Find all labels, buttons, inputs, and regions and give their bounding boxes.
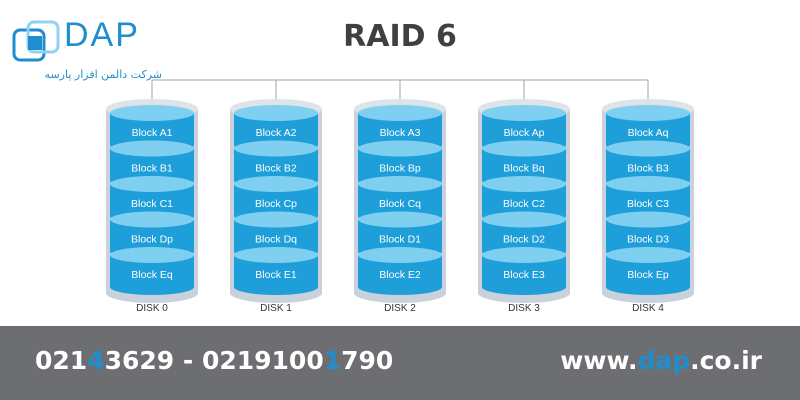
- block-top: [358, 211, 442, 228]
- page-title: RAID 6: [343, 19, 457, 54]
- block-label: Block C2: [503, 198, 545, 210]
- disk-stack: Block A1 Block B1 Block C1 Block Dp Block Eq…: [106, 99, 198, 314]
- block-label: Block E3: [503, 269, 545, 281]
- block-label: Block C3: [627, 198, 669, 210]
- phone-part-accent: 1: [323, 346, 342, 375]
- block-top: [606, 176, 690, 192]
- block-label: Block D1: [379, 234, 421, 246]
- block-label: Block Cq: [379, 198, 421, 210]
- data-block: Block Ep: [606, 247, 690, 295]
- company-logo: DAP شرکت دالمن افزار پارسه: [12, 16, 172, 86]
- block-top: [234, 105, 318, 121]
- block-label: Block Ep: [627, 269, 669, 281]
- site-part: www.: [560, 346, 638, 375]
- data-block: Block Eq: [110, 247, 194, 295]
- contact-footer: 02143629 - 02191001790 www.dap.co.ir: [0, 326, 800, 400]
- block-label: Block A1: [132, 127, 173, 139]
- disk-label: DISK 4: [632, 303, 664, 314]
- block-top: [110, 140, 194, 157]
- phone-part: 0: [306, 346, 324, 375]
- disk-array: Block A1 Block B1 Block C1 Block Dp Block Eq…: [106, 99, 694, 314]
- block-label: Block D2: [503, 234, 545, 246]
- block-label: Block Ap: [504, 127, 545, 139]
- block-label: Block B2: [255, 163, 297, 175]
- site-part-accent: dap: [637, 346, 691, 375]
- block-label: Block A3: [380, 127, 421, 139]
- phone-part: 790: [341, 346, 394, 375]
- data-block: Block E3: [482, 247, 566, 295]
- website-link[interactable]: www.dap.co.ir: [560, 346, 762, 375]
- disk-label: DISK 2: [384, 303, 416, 314]
- disk-label: DISK 3: [508, 303, 540, 314]
- block-label: Block Eq: [131, 269, 173, 281]
- block-top: [234, 176, 318, 192]
- block-top: [606, 247, 690, 263]
- block-label: Block C1: [131, 198, 173, 210]
- disk-label: DISK 1: [260, 303, 292, 314]
- block-cylinder: [606, 255, 690, 295]
- logo-word: DAP: [64, 16, 140, 54]
- block-label: Block E1: [255, 269, 297, 281]
- block-top: [110, 176, 194, 192]
- logo-mark-icon: [12, 20, 60, 62]
- phone-numbers: 02143629 - 02191001790: [35, 346, 393, 375]
- block-top: [482, 105, 566, 121]
- block-top: [482, 176, 566, 192]
- block-label: Block Cp: [255, 198, 297, 210]
- block-cylinder: [110, 255, 194, 295]
- block-top: [110, 211, 194, 228]
- block-cylinder: [482, 255, 566, 295]
- block-label: Block Dq: [255, 234, 297, 246]
- block-label: Block B3: [627, 163, 669, 175]
- block-label: Block Bp: [379, 163, 421, 175]
- block-top: [482, 247, 566, 263]
- block-top: [606, 140, 690, 157]
- block-top: [110, 247, 194, 263]
- phone-part: 3629 - 021910: [104, 346, 307, 375]
- data-block: Block E1: [234, 247, 318, 295]
- disk-stack: Block Aq Block B3 Block C3 Block D3 Block Ep…: [602, 99, 694, 314]
- disk-stack: Block Ap Block Bq Block C2 Block D2 Block E3…: [478, 99, 570, 314]
- block-cylinder: [358, 255, 442, 295]
- block-label: Block B1: [131, 163, 173, 175]
- block-label: Block Dp: [131, 234, 173, 246]
- block-label: Block E2: [379, 269, 421, 281]
- phone-part-accent: 4: [87, 346, 105, 375]
- block-top: [234, 211, 318, 228]
- block-top: [234, 247, 318, 263]
- block-top: [358, 247, 442, 263]
- block-top: [358, 105, 442, 121]
- data-block: Block Ap: [482, 105, 566, 153]
- block-label: Block Aq: [628, 127, 669, 139]
- disk-stack: Block A2 Block B2 Block Cp Block Dq Block E1…: [230, 99, 322, 314]
- disk-connectors: [151, 79, 649, 107]
- block-label: Block D3: [627, 234, 669, 246]
- phone-part: 021: [35, 346, 88, 375]
- block-top: [358, 176, 442, 192]
- block-label: Block A2: [256, 127, 297, 139]
- logo-subtitle: شرکت دالمن افزار پارسه: [44, 68, 162, 81]
- data-block: Block E2: [358, 247, 442, 295]
- block-top: [234, 140, 318, 157]
- block-top: [482, 140, 566, 157]
- block-label: Block Bq: [503, 163, 545, 175]
- block-top: [110, 105, 194, 121]
- site-part: .co.ir: [690, 346, 762, 375]
- block-top: [606, 105, 690, 121]
- block-top: [606, 211, 690, 228]
- block-cylinder: [234, 255, 318, 295]
- disk-label: DISK 0: [136, 303, 168, 314]
- block-top: [482, 211, 566, 228]
- disk-stack: Block A3 Block Bp Block Cq Block D1 Block E2…: [354, 99, 446, 314]
- block-top: [358, 140, 442, 157]
